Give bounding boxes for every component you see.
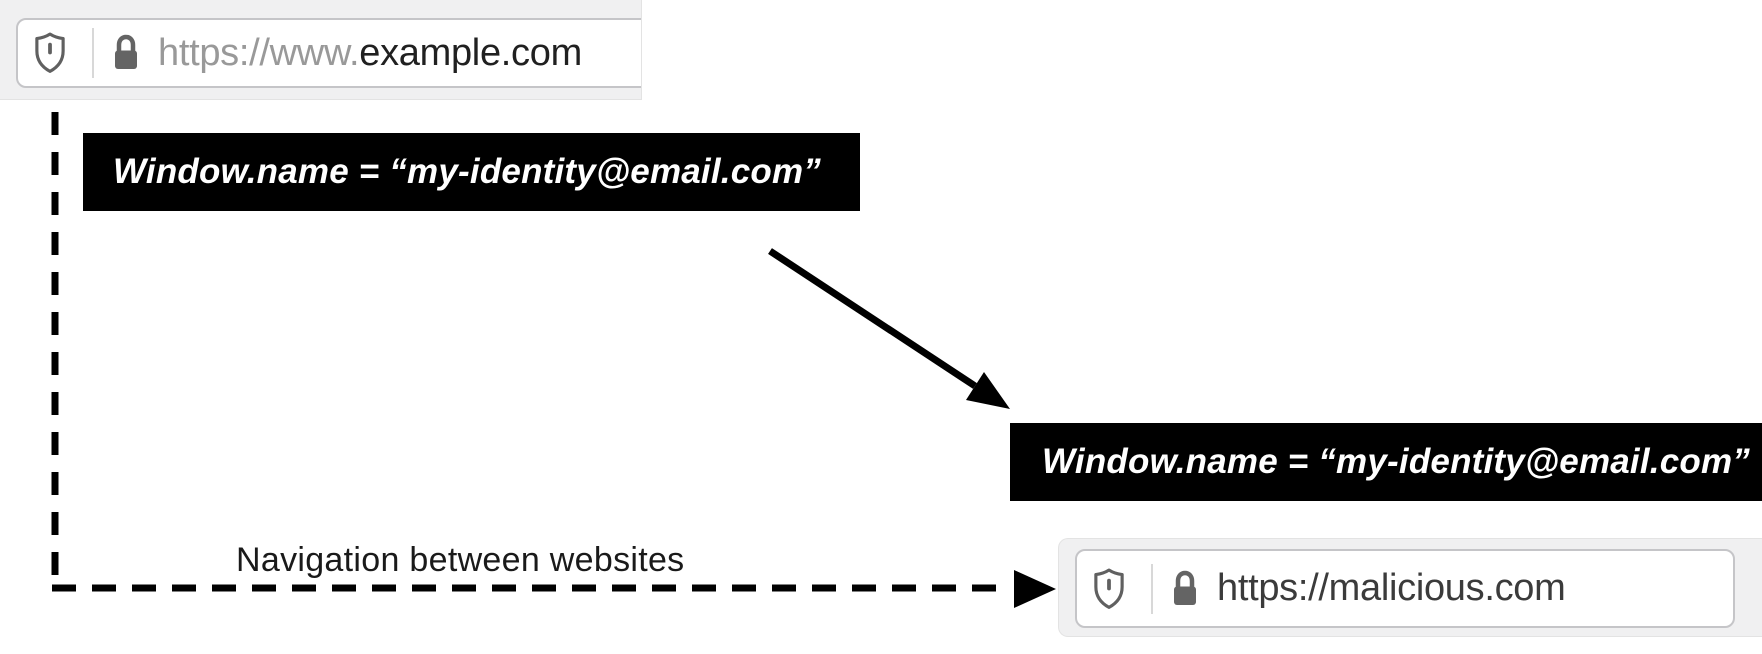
- window-name-assignment-target-text: Window.name = “my-identity@email.com”: [1042, 442, 1750, 481]
- url-domain: example.com: [359, 31, 582, 74]
- shield-icon[interactable]: [1093, 568, 1125, 610]
- browser-address-bar-example: https://www.example.com: [0, 0, 642, 100]
- url-text-example: https://www.example.com: [158, 32, 582, 75]
- window-name-assignment-source: Window.name = “my-identity@email.com”: [83, 133, 860, 211]
- window-name-copy-arrowhead: [966, 372, 1010, 409]
- shield-icon[interactable]: [34, 32, 66, 74]
- url-field-divider: [1151, 563, 1153, 614]
- window-name-assignment-source-text: Window.name = “my-identity@email.com”: [113, 152, 821, 191]
- url-field-example[interactable]: https://www.example.com: [16, 18, 641, 88]
- lock-icon[interactable]: [1169, 569, 1201, 609]
- window-name-copy-arrow-shaft: [768, 248, 977, 389]
- url-field-divider: [92, 28, 94, 78]
- lock-icon[interactable]: [110, 33, 142, 73]
- browser-address-bar-malicious: https://malicious.com: [1058, 538, 1762, 637]
- window-name-assignment-target: Window.name = “my-identity@email.com”: [1010, 423, 1762, 501]
- url-scheme: https://www.: [158, 31, 360, 74]
- dashed-navigation-arrowhead: [1014, 570, 1056, 608]
- url-field-malicious[interactable]: https://malicious.com: [1075, 549, 1735, 628]
- navigation-label: Navigation between websites: [236, 541, 685, 579]
- url-text-malicious: https://malicious.com: [1217, 567, 1566, 609]
